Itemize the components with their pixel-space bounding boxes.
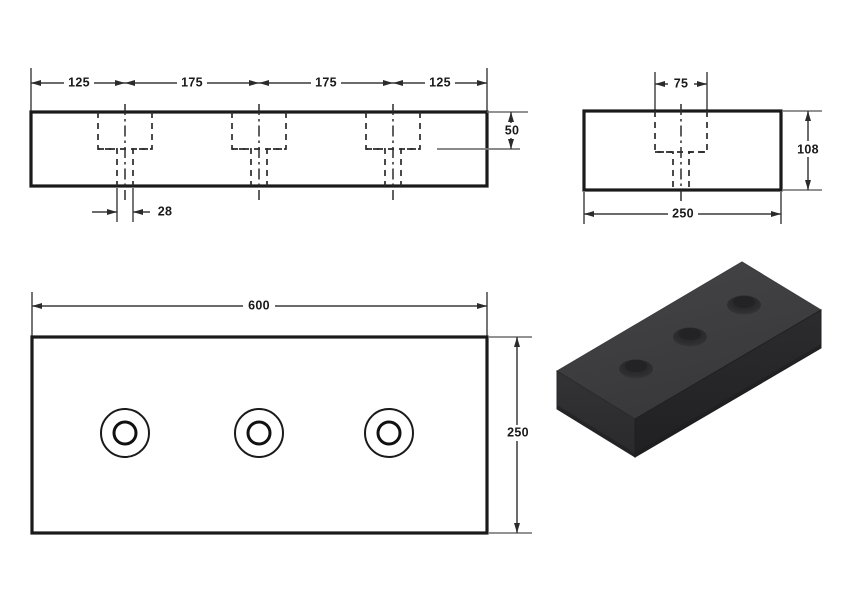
side-elevation-body — [582, 109, 783, 192]
front-extension-lines — [30, 68, 488, 112]
isometric-view — [556, 261, 822, 458]
dim-plan-width: 250 — [507, 425, 529, 439]
dim-front-segment-1: 125 — [68, 75, 90, 89]
iso-hole-3 — [727, 295, 761, 315]
iso-hole-2 — [673, 327, 707, 347]
plan-hole-3 — [364, 408, 414, 458]
side-elevation-view: 75 108 — [582, 72, 823, 224]
dim-side-width-group: 250 — [583, 192, 782, 224]
dim-counterbore-depth: 50 — [505, 123, 520, 137]
dim-side-width: 250 — [672, 206, 694, 220]
plan-hole-1 — [100, 408, 150, 458]
dim-front-segment-2: 175 — [181, 75, 203, 89]
dim-side-hole-offset: 75 — [674, 76, 689, 90]
dim-front-segment-3: 175 — [315, 75, 337, 89]
iso-hole-1 — [619, 359, 653, 379]
front-top-dimension-chain: 125 175 175 125 — [31, 75, 487, 91]
dim-front-detail-28: 28 — [158, 204, 173, 218]
dim-plan-length-group: 600 — [31, 292, 488, 338]
dim-side-height-group: 108 — [783, 110, 823, 191]
dim-plan-width-group: 250 — [489, 336, 534, 534]
plan-hole-2 — [234, 408, 284, 458]
dim-side-height: 108 — [797, 142, 819, 156]
dim-front-segment-4: 125 — [429, 75, 451, 89]
dim-counterbore-depth-group: 50 — [487, 111, 528, 149]
plan-view: 600 — [30, 292, 534, 535]
dim-plan-length: 600 — [248, 298, 270, 312]
front-elevation-view: 125 175 175 125 — [29, 68, 528, 222]
dim-side-hole-offset-group: 75 — [654, 72, 708, 114]
dim-detail-28-group: 28 — [92, 188, 172, 222]
